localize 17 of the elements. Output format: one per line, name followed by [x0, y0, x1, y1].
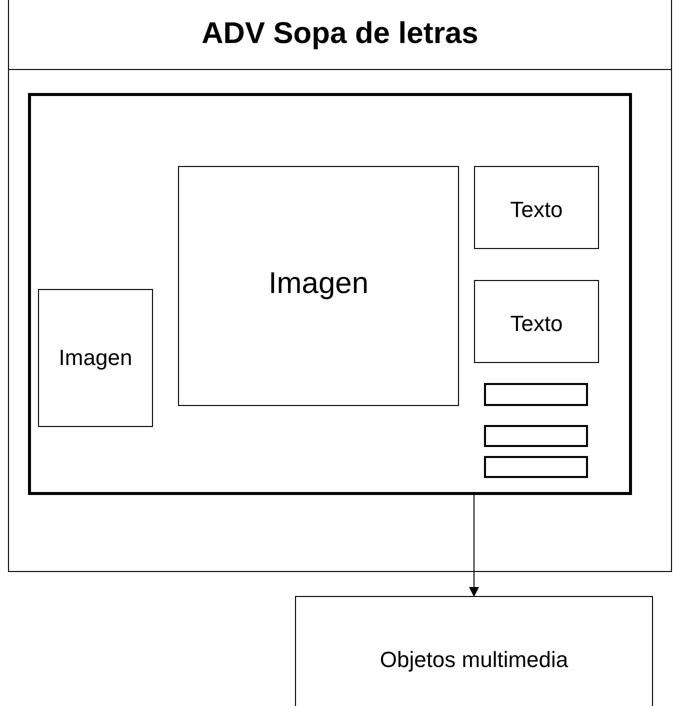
- box-label: Objetos multimedia: [378, 647, 570, 673]
- box-label: Texto: [509, 311, 564, 337]
- input-bar: [484, 425, 588, 447]
- placeholder-box: [474, 280, 599, 363]
- frame-box: [28, 93, 632, 495]
- placeholder-box: [178, 166, 459, 406]
- placeholder-box: [38, 289, 153, 427]
- placeholder-box: [474, 166, 599, 249]
- box-label: Imagen: [267, 267, 370, 301]
- box-label: Texto: [509, 197, 564, 223]
- input-bar: [484, 383, 588, 406]
- content-box: [295, 596, 653, 706]
- screen-frame: [8, 0, 672, 572]
- arrow: [469, 494, 479, 597]
- box-label: Imagen: [58, 345, 134, 371]
- input-bar: [484, 456, 588, 478]
- title-heading: ADV Sopa de letras: [200, 17, 480, 51]
